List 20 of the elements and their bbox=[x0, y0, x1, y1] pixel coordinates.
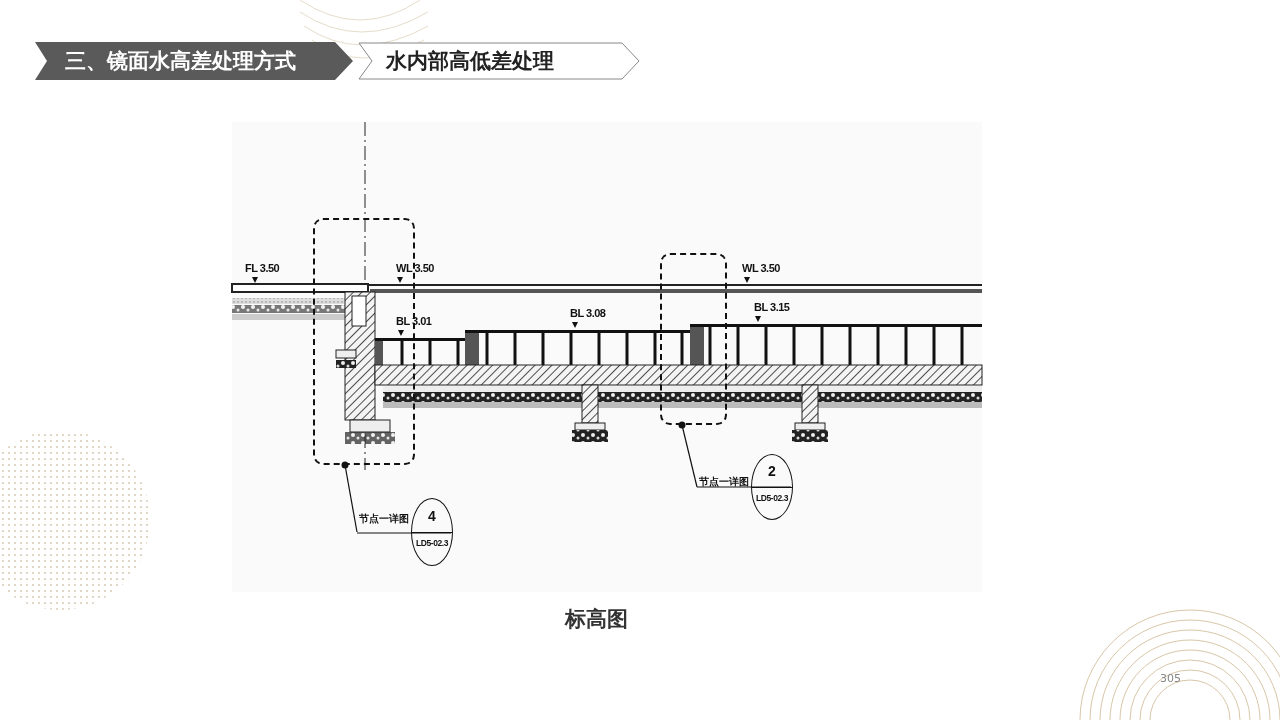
detail-number: 2 bbox=[767, 463, 777, 479]
elevation-label: BL 3.15 bbox=[754, 301, 790, 313]
tab-title: 三、镜面水高差处理方式 bbox=[65, 48, 296, 75]
page-number: 305 bbox=[1160, 672, 1181, 685]
elevation-label: WL 3.50 bbox=[396, 262, 434, 274]
leader-line bbox=[678, 421, 698, 488]
leader-line bbox=[341, 461, 358, 533]
elevation-label: WL 3.50 bbox=[742, 262, 780, 274]
tab-title: 水内部高低差处理 bbox=[386, 48, 554, 75]
detail-number: 4 bbox=[427, 508, 437, 524]
elevation-label: BL 3.08 bbox=[570, 307, 606, 319]
figure-caption: 标高图 bbox=[565, 606, 628, 633]
section-tab bbox=[35, 42, 353, 80]
elevation-label: FL 3.50 bbox=[245, 262, 280, 274]
detail-title: 节点一详图 bbox=[699, 475, 749, 489]
drawing-reference: LD5-02.3 bbox=[414, 538, 450, 548]
dashed-detail-boundary bbox=[660, 253, 727, 425]
drawing-reference: LD5-02.3 bbox=[754, 493, 790, 503]
section-tab bbox=[358, 42, 640, 80]
detail-title: 节点一详图 bbox=[359, 512, 409, 526]
